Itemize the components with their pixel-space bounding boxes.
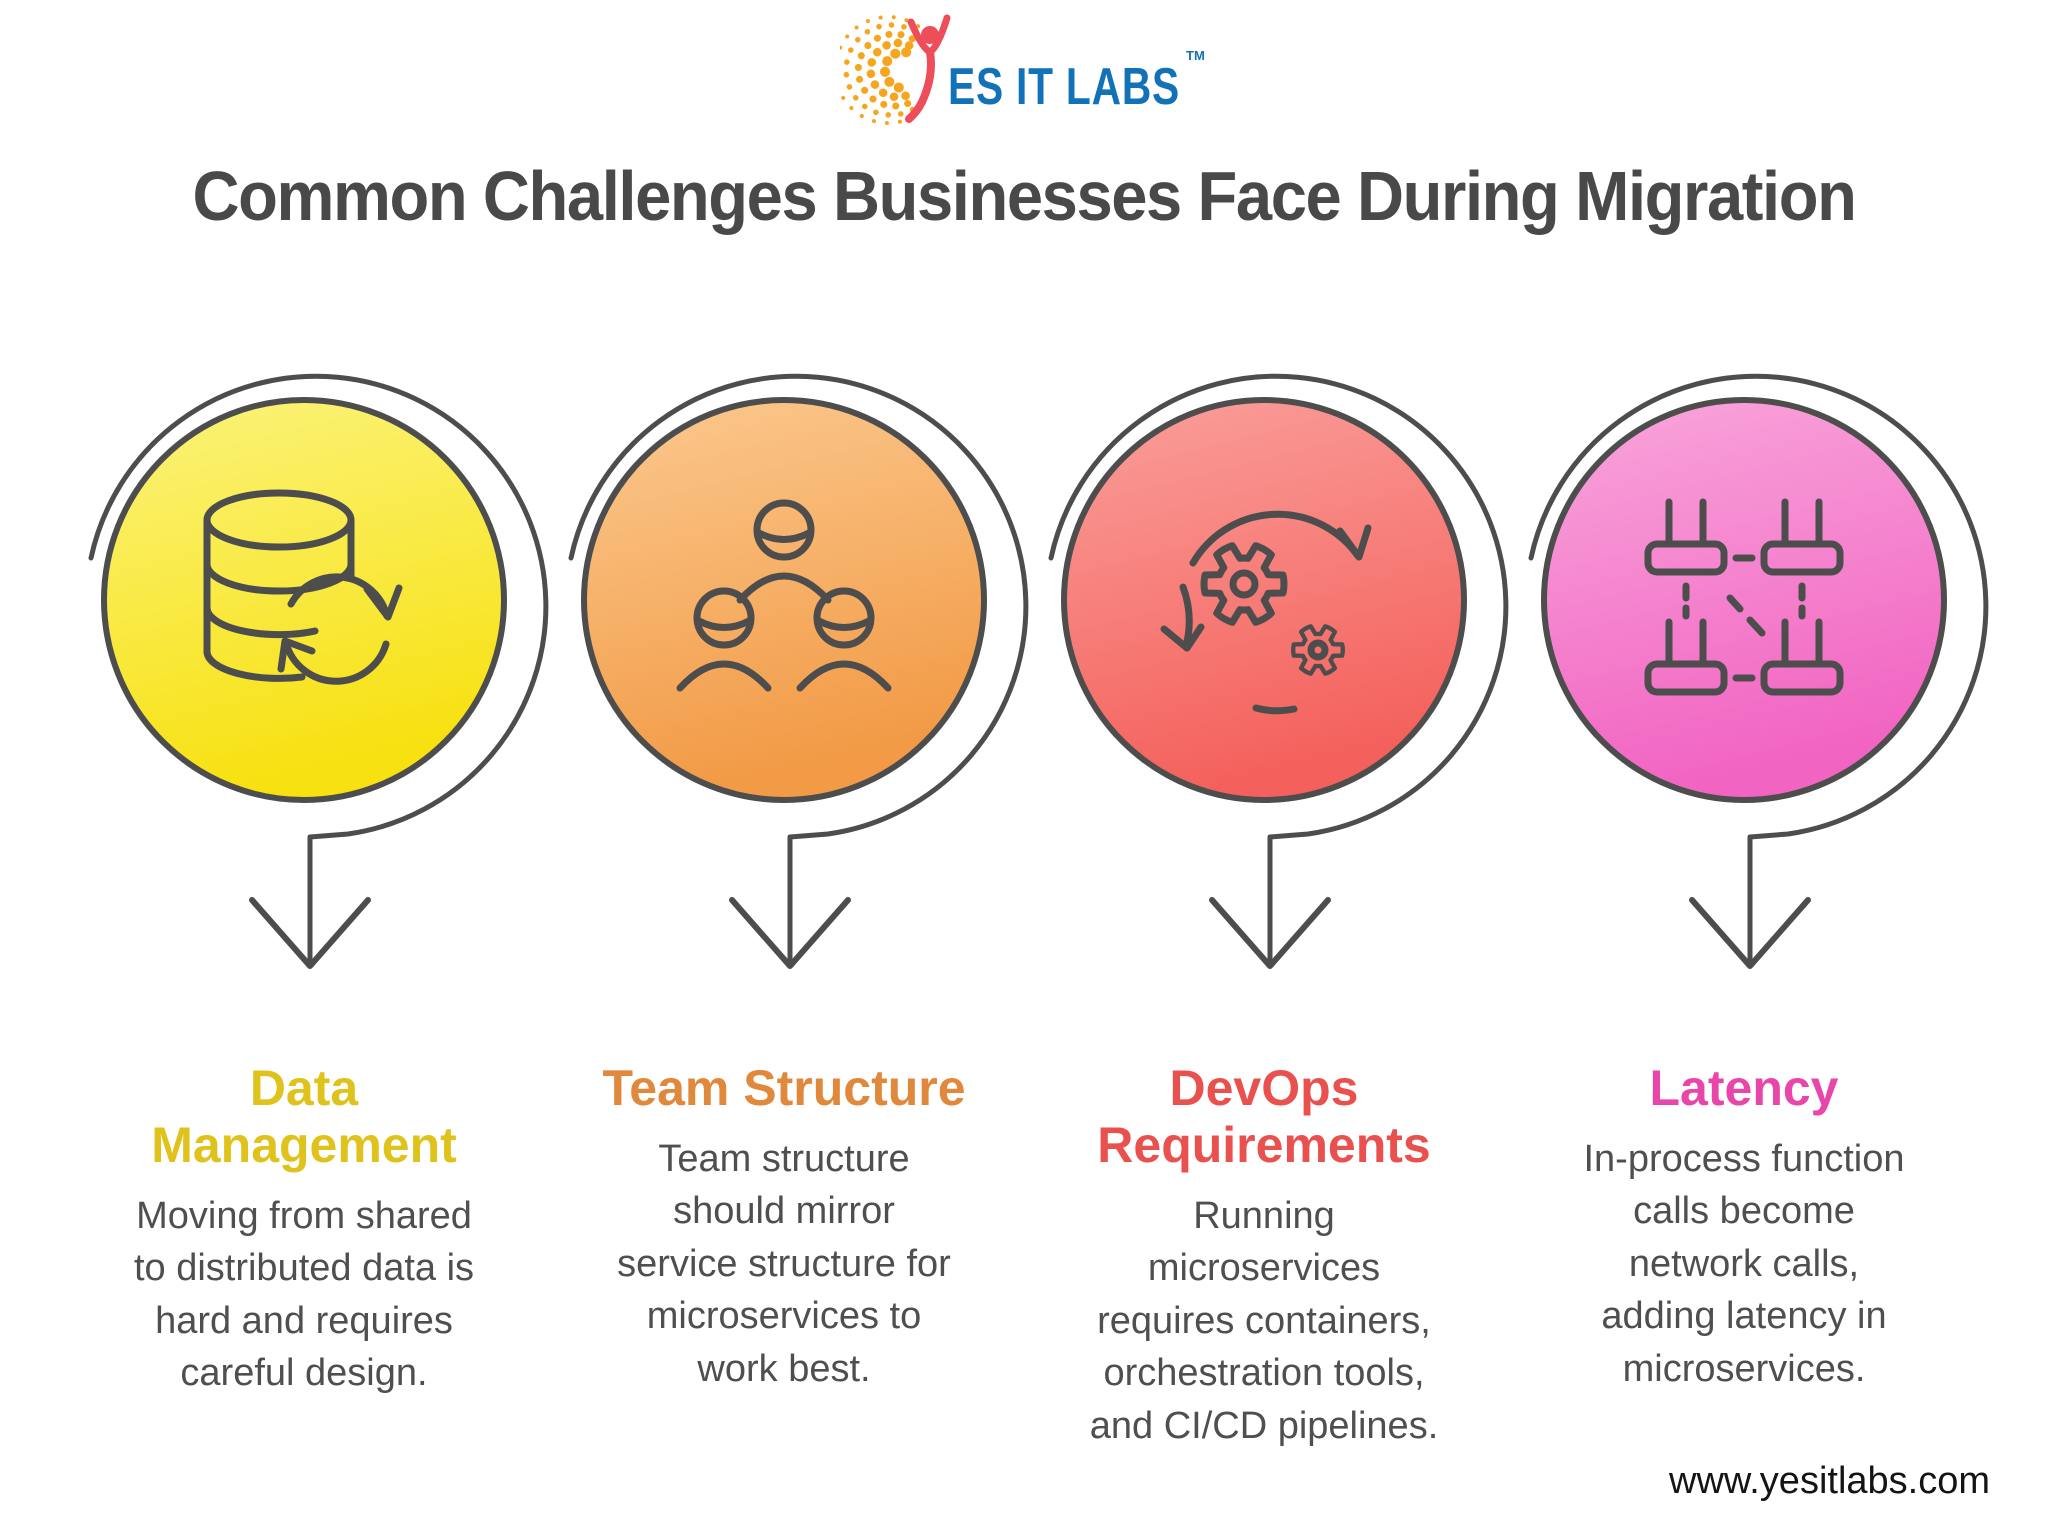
loop-arrow-icon bbox=[1048, 373, 1509, 969]
unit-graphic-latency bbox=[1528, 373, 1989, 969]
loop-arrow-icon bbox=[568, 373, 1029, 969]
logo-trademark: TM bbox=[1186, 48, 1205, 63]
unit-title: DevOps Requirements bbox=[1097, 1060, 1431, 1173]
page-title: Common Challenges Businesses Face During… bbox=[192, 157, 1857, 235]
team-hierarchy-icon bbox=[676, 499, 892, 692]
unit-devops-requirements: DevOps Requirements Running microservice… bbox=[1024, 280, 1509, 1452]
unit-description: Moving from shared to distributed data i… bbox=[133, 1195, 475, 1395]
unit-graphic-data-management bbox=[88, 373, 549, 969]
logo-person-icon bbox=[905, 14, 951, 123]
unit-description: In-process function calls become network… bbox=[1583, 1138, 1905, 1390]
unit-team-structure: Team Structure Team structure should mir… bbox=[544, 280, 1029, 1452]
unit-title: Latency bbox=[1649, 1060, 1839, 1116]
network-latency-icon bbox=[1644, 498, 1844, 696]
unit-graphic-team-structure bbox=[568, 373, 1029, 969]
badge-circle bbox=[581, 397, 987, 803]
unit-latency: Latency In-process function calls become… bbox=[1504, 280, 1989, 1452]
loop-arrow-icon bbox=[1528, 373, 1989, 969]
badge-circle bbox=[1541, 397, 1947, 803]
unit-graphic-devops bbox=[1048, 373, 1509, 969]
unit-title: Team Structure bbox=[602, 1060, 966, 1116]
logo-brand-text: ES IT LABS bbox=[948, 58, 1180, 116]
unit-title: Data Management bbox=[151, 1060, 457, 1173]
badge-circle bbox=[101, 397, 507, 803]
unit-description: Running microservices requires container… bbox=[1089, 1195, 1439, 1447]
loop-arrow-icon bbox=[88, 373, 549, 969]
unit-data-management: Data Management Moving from shared to di… bbox=[64, 280, 549, 1452]
logo-dots-arc-icon bbox=[840, 15, 921, 125]
unit-description: Team structure should mirror service str… bbox=[617, 1138, 951, 1390]
database-sync-icon bbox=[203, 489, 403, 685]
yes-it-labs-logo: ES IT LABS TM bbox=[840, 14, 1205, 125]
website-url: www.yesitlabs.com bbox=[1669, 1460, 1990, 1502]
challenge-units-row: Data Management Moving from shared to di… bbox=[64, 280, 1989, 1452]
devops-gears-icon bbox=[1160, 510, 1372, 715]
